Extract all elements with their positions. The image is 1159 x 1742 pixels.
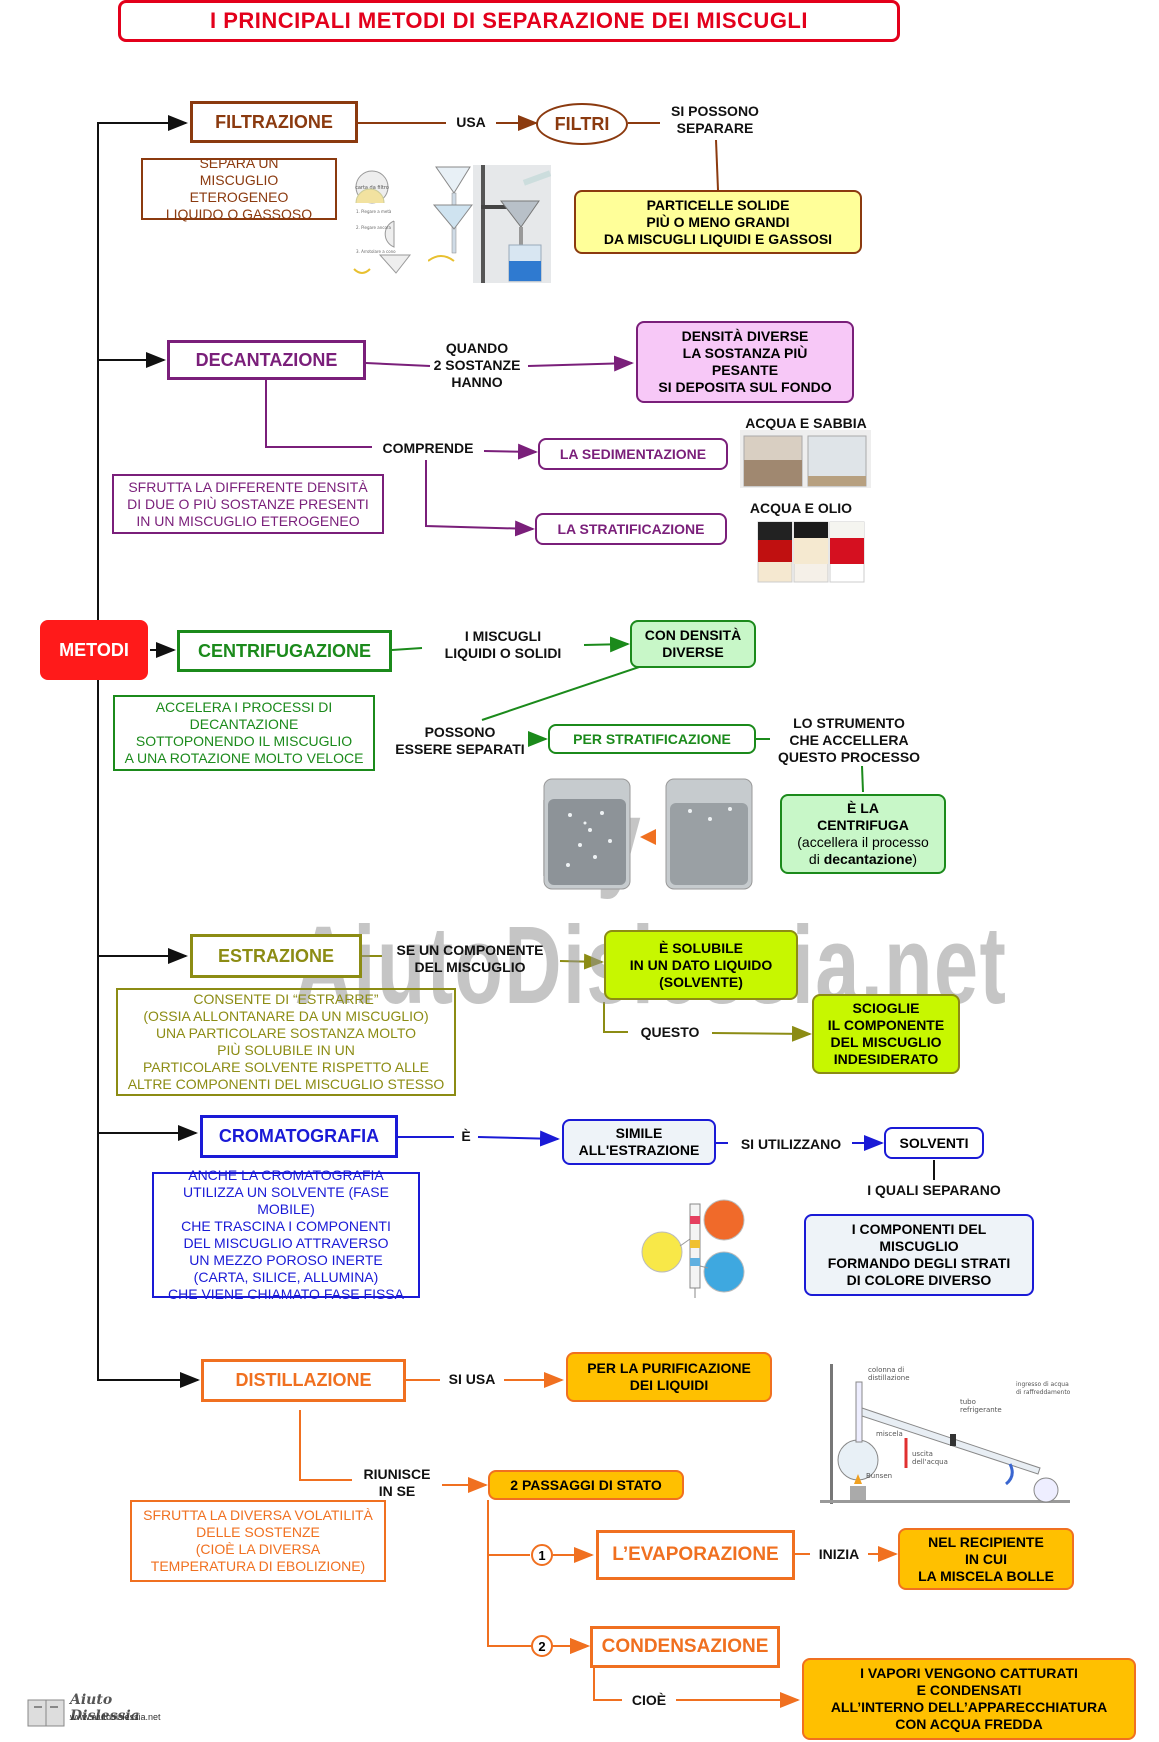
svg-text:Bunsen: Bunsen [866,1472,892,1480]
filtrazione-usa: USA [456,114,486,130]
distillazione-description: SFRUTTA LA DIVERSA VOLATILITÀ DELLE SOST… [130,1500,386,1582]
acqua-sabbia-caption: ACQUA E SABBIA [745,415,867,431]
distillazione-vapori: I VAPORI VENGONO CATTURATI E CONDENSATI … [802,1658,1136,1740]
centrifuga-note: (accellera il processo di decantazione) [797,834,929,868]
distillazione-riunisce: RIUNISCE IN SE [363,1466,431,1499]
svg-text:tubo: tubo [960,1398,976,1406]
svg-text:refrigerante: refrigerante [960,1406,1002,1414]
svg-text:dell'acqua: dell'acqua [912,1458,948,1466]
filtration-lab-photo [473,165,551,283]
centrifugazione-description: ACCELERA I PROCESSI DI DECANTAZIONE SOTT… [113,695,375,771]
svg-text:ingresso di acqua: ingresso di acqua [1016,1381,1069,1388]
centrifugazione-centrifuga: È LA CENTRIFUGA (accellera il processo d… [780,794,946,874]
centrifuga-note-a: (accellera il processo di [797,834,929,867]
method-distillazione: DISTILLAZIONE [201,1359,406,1402]
distillazione-passaggi: 2 PASSAGGI DI STATO [488,1470,684,1500]
decantazione-sedimentazione: LA SEDIMENTAZIONE [538,438,728,470]
cromatografia-componenti: I COMPONENTI DEL MISCUGLIO FORMANDO DEGL… [804,1214,1034,1296]
decantazione-stratificazione: LA STRATIFICAZIONE [535,513,727,545]
chromatography-illustration [640,1196,750,1300]
decantazione-comprende: COMPRENDE [382,440,474,456]
cromatografia-e: È [461,1128,471,1144]
centrifuga-title: È LA CENTRIFUGA [817,800,909,833]
estrazione-scioglie: SCIOGLIE IL COMPONENTE DEL MISCUGLIO IND… [812,994,960,1074]
distillazione-recipiente: NEL RECIPIENTE IN CUI LA MISCELA BOLLE [898,1528,1074,1590]
cromatografia-description: ANCHE LA CROMATOGRAFIA UTILIZZA UN SOLVE… [152,1167,420,1302]
footer-logo-text: Aiuto Dislessia [70,1692,140,1724]
oil-water-photo [756,516,868,588]
step-1-badge: 1 [531,1544,553,1566]
distillazione-cioe: CIOÈ [631,1692,667,1708]
centrifugazione-strumento: LO STRUMENTO CHE ACCELLERA QUESTO PROCES… [777,715,921,765]
method-decantazione: DECANTAZIONE [167,340,366,380]
svg-text:colonna di: colonna di [868,1366,904,1374]
filtrazione-si-possono: SI POSSONO SEPARARE [671,103,759,136]
method-estrazione: ESTRAZIONE [190,934,362,978]
centrifugazione-possono: POSSONO ESSERE SEPARATI [395,724,525,757]
decantazione-densita: DENSITÀ DIVERSE LA SOSTANZA PIÙ PESANTE … [636,321,854,403]
distillation-apparatus-illustration: colonna di distillazione tubo refrigeran… [810,1364,1080,1504]
decantazione-description: SFRUTTA LA DIFFERENTE DENSITÀ DI DUE O P… [112,474,384,534]
cromatografia-simile: SIMILE ALL'ESTRAZIONE [562,1119,716,1165]
estrazione-questo: QUESTO [640,1024,700,1040]
svg-text:distillazione: distillazione [868,1374,910,1382]
centrifuge-beakers-photo [540,775,760,893]
acqua-olio-caption: ACQUA E OLIO [749,500,853,516]
cromatografia-solventi: SOLVENTI [884,1127,984,1159]
svg-text:di raffreddamento: di raffreddamento [1016,1389,1071,1396]
centrifugazione-miscugli: I MISCUGLI LIQUIDI O SOLIDI [444,628,562,661]
svg-text:uscita: uscita [912,1450,933,1458]
distillazione-purificazione: PER LA PURIFICAZIONE DEI LIQUIDI [566,1352,772,1402]
distillazione-inizia: INIZIA [818,1546,860,1562]
root-node-metodi: METODI [40,620,148,680]
filtrazione-description: SEPARA UN MISCUGLIO ETEROGENEO LIQUIDO O… [141,155,337,222]
method-centrifugazione: CENTRIFUGAZIONE [177,630,392,672]
estrazione-se: SE UN COMPONENTE DEL MISCUGLIO [396,942,544,975]
step-2-badge: 2 [531,1635,553,1657]
book-icon [27,1699,65,1727]
centrifugazione-densita: CON DENSITÀ DIVERSE [630,620,756,668]
svg-text:miscela: miscela [876,1430,903,1438]
estrazione-solubile: È SOLUBILE IN UN DATO LIQUIDO (SOLVENTE) [604,930,798,1000]
page-title: I PRINCIPALI METODI DI SEPARAZIONE DEI M… [118,0,900,42]
note-carta: carta da filtro [355,185,389,191]
distillazione-evaporazione: L’EVAPORAZIONE [596,1530,795,1580]
estrazione-description: CONSENTE DI “ESTRARRE” (OSSIA ALLONTANAR… [116,988,456,1096]
svg-text:3. Arrotolare a cono: 3. Arrotolare a cono [356,249,396,254]
filtrazione-particelle: PARTICELLE SOLIDE PIÙ O MENO GRANDI DA M… [574,190,862,254]
method-cromatografia: CROMATOGRAFIA [200,1115,398,1158]
sand-water-photo [740,430,871,488]
footer-url: www.aiutodislessia.net [70,1712,161,1722]
method-filtrazione: FILTRAZIONE [190,101,358,143]
centrifugazione-per-stratificazione: PER STRATIFICAZIONE [548,724,756,754]
distillazione-condensazione: CONDENSAZIONE [590,1626,780,1668]
decantazione-quando: QUANDO 2 SOSTANZE HANNO [433,340,521,390]
svg-text:2. Piegare ancora: 2. Piegare ancora [356,225,392,230]
footer-logo: Aiuto Dislessia www.aiutodislessia.net [26,1690,182,1734]
centrifuga-note-b: decantazione [823,851,913,867]
funnel-illustration [427,165,478,280]
svg-text:1. Piegare a metà: 1. Piegare a metà [356,209,392,214]
filter-folding-illustration: carta da filtro 1. Piegare a metà 2. Pie… [350,165,436,283]
filtri-node: FILTRI [536,103,628,145]
distillazione-si-usa: SI USA [448,1371,496,1387]
centrifuga-note-c: ) [912,851,918,867]
cromatografia-si-utilizzano: SI UTILIZZANO [740,1136,842,1152]
cromatografia-i-quali: I QUALI SEPARANO [867,1182,1001,1198]
